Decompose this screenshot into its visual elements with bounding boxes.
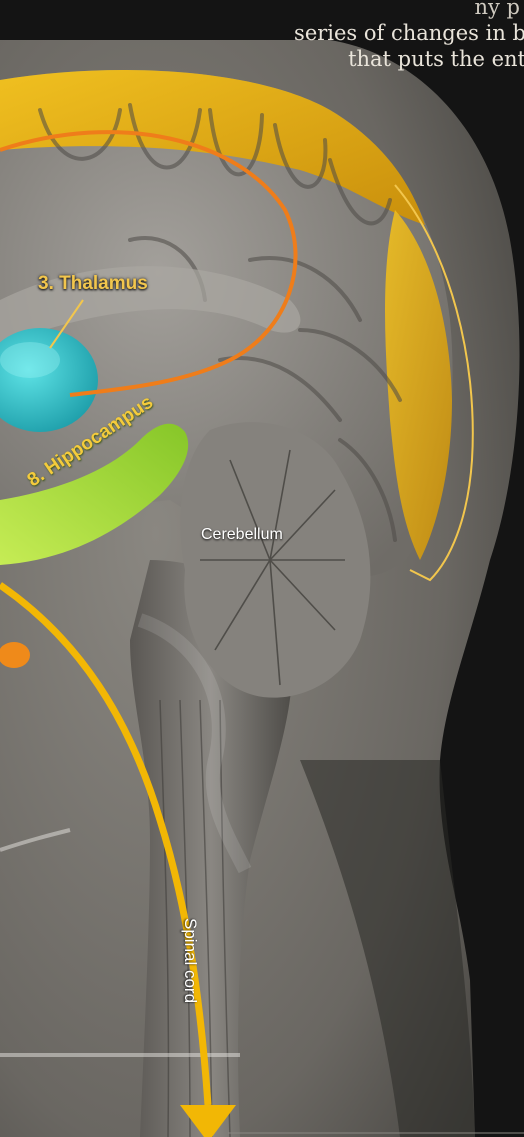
spinal-cord-label: Spinal cord: [180, 918, 200, 1003]
caption-line: that puts the ent: [294, 46, 524, 72]
intro-caption: ny p series of changes in b that puts th…: [294, 0, 524, 72]
caption-line: series of changes in b: [294, 20, 524, 46]
cerebellum-label: Cerebellum: [201, 526, 283, 544]
thalamus-label: 3. Thalamus: [38, 273, 148, 295]
caption-line: ny p: [294, 0, 520, 20]
